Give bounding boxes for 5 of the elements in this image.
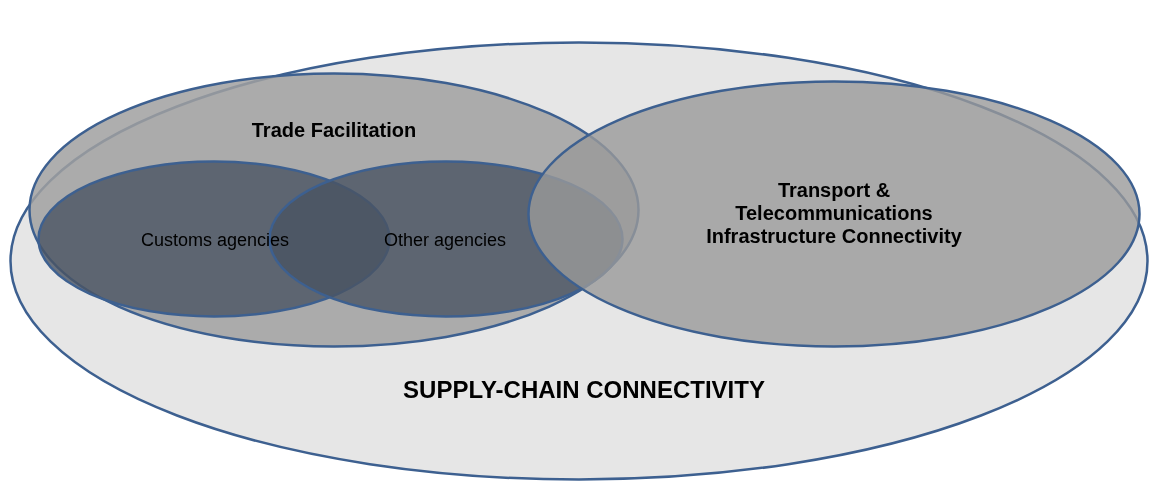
ellipse-label: Transport & Telecommunications Infrastructure Connectivity <box>705 178 963 248</box>
ellipse-label: Customs agencies <box>139 229 291 251</box>
ellipse-label: Other agencies <box>382 229 508 251</box>
ellipse-label: SUPPLY-CHAIN CONNECTIVITY <box>402 376 766 404</box>
ellipse-label: Trade Facilitation <box>250 118 418 142</box>
